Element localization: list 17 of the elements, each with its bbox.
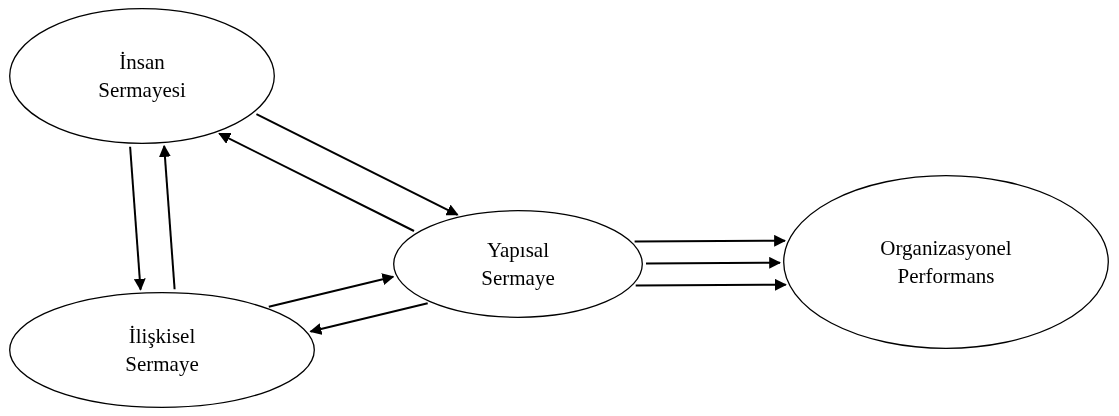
node-label: İnsan Sermayesi — [97, 48, 187, 104]
arrow — [645, 256, 782, 269]
arrow — [158, 144, 176, 291]
arrow — [255, 113, 459, 216]
ellipse-node — [783, 175, 1109, 349]
ellipse-node — [9, 292, 315, 408]
arrow — [218, 132, 415, 232]
ellipse-node — [9, 8, 275, 144]
arrow — [309, 302, 429, 335]
node-label: İlişkisel Sermaye — [124, 322, 200, 378]
node-label: Organizasyonel Performans — [879, 234, 1013, 290]
node-label: Yapısal Sermaye — [480, 236, 556, 292]
arrow — [267, 273, 395, 308]
arrow — [634, 278, 787, 291]
ellipse-node — [393, 210, 643, 318]
arrow — [633, 234, 787, 247]
arrow — [129, 145, 146, 291]
